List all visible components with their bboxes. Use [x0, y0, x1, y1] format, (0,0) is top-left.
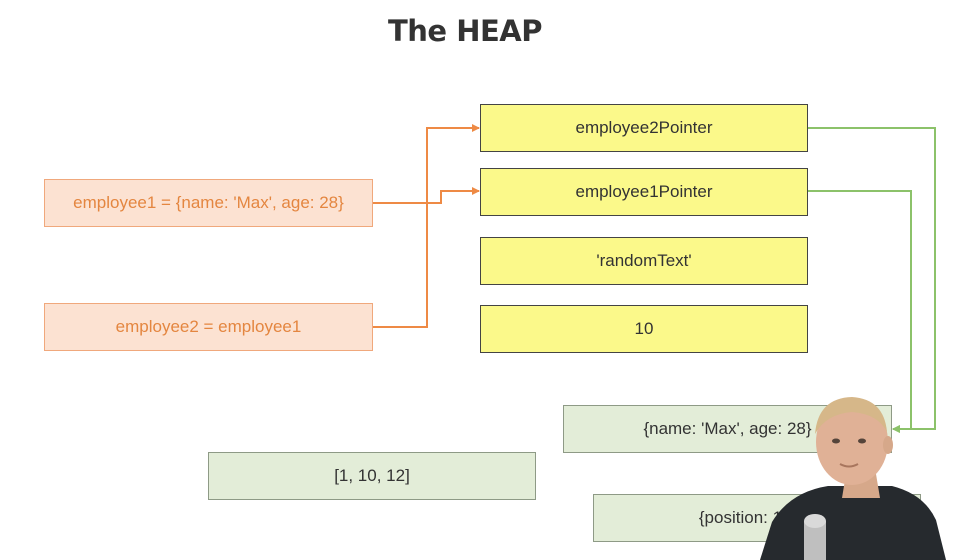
heap-box-number-ten: 10	[480, 305, 808, 353]
arrow-pointer2-to-object	[808, 127, 936, 433]
arrow-employee1-to-pointer1	[373, 187, 480, 204]
arrow-pointer1-to-object	[808, 190, 912, 433]
heap-box-random-text: 'randomText'	[480, 237, 808, 285]
slide-title: The HEAP	[388, 14, 542, 48]
arrow-employee2-to-pointer2	[373, 124, 480, 328]
heap-box-employee2-pointer: employee2Pointer	[480, 104, 808, 152]
stack-box-employee1: employee1 = {name: 'Max', age: 28}	[44, 179, 373, 227]
heap-box-array: [1, 10, 12]	[208, 452, 536, 500]
heap-box-employee1-pointer: employee1Pointer	[480, 168, 808, 216]
stack-box-employee2: employee2 = employee1	[44, 303, 373, 351]
